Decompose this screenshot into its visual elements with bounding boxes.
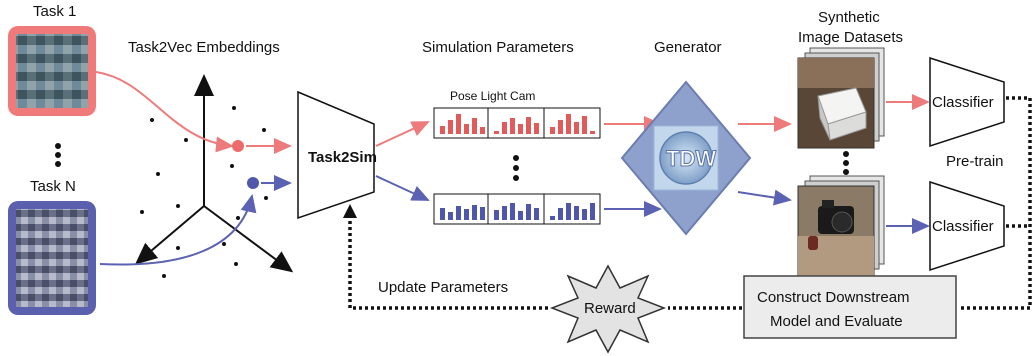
classifier-top <box>929 56 1005 148</box>
taskn-label: Task N <box>30 178 76 195</box>
embedding-points <box>140 106 268 278</box>
datasets-label-line1: Synthetic <box>818 9 880 26</box>
reward-star <box>549 264 667 354</box>
taskn-embed-arrow <box>99 194 257 266</box>
reward-label: Reward <box>584 300 636 317</box>
pretrain-label: Pre-train <box>946 153 1004 170</box>
generator-logo-text: TDW <box>666 146 716 171</box>
classifier-top-label: Classifier <box>932 94 994 111</box>
feedback-arrowhead <box>343 204 357 218</box>
simulation-label: Simulation Parameters <box>422 39 574 56</box>
model-to-params-bottom-arrow <box>375 175 430 201</box>
embedding-axes <box>134 74 294 273</box>
task1-embed-arrow <box>95 71 234 153</box>
dataset-stack-top <box>797 47 885 149</box>
feedback-loop <box>348 96 1032 310</box>
update-label: Update Parameters <box>378 279 508 296</box>
generator-label: Generator <box>654 39 722 56</box>
embeddings-label: Task2Vec Embeddings <box>128 39 280 56</box>
generator-logo <box>659 131 713 185</box>
dataset-stack-bottom <box>797 175 885 277</box>
param-vector-bottom <box>433 193 601 225</box>
task1-image <box>16 34 88 108</box>
task1-label: Task 1 <box>33 3 76 20</box>
task2sim-label: Task2Sim <box>308 149 377 166</box>
dataset-ellipsis <box>843 151 849 175</box>
task-ellipsis <box>55 143 61 167</box>
evaluate-box <box>743 275 957 339</box>
taskn-embedding-point <box>247 177 259 189</box>
classifier-bottom <box>929 180 1005 272</box>
classifier-bottom-label: Classifier <box>932 218 994 235</box>
param-vector-top <box>433 107 601 139</box>
generator-to-dataset-bottom-arrow <box>737 189 792 206</box>
model-to-params-top-arrow <box>375 121 430 147</box>
task2sim-model <box>297 90 375 220</box>
taskn-image <box>16 209 88 307</box>
evaluate-line1: Construct Downstream <box>757 289 910 306</box>
datasets-label-line2: Image Datasets <box>798 29 903 46</box>
param-vector-ellipsis <box>513 155 519 181</box>
evaluate-line2: Model and Evaluate <box>770 313 903 330</box>
task1-embedding-point <box>232 140 244 152</box>
params-header: Pose Light Cam <box>450 89 535 103</box>
